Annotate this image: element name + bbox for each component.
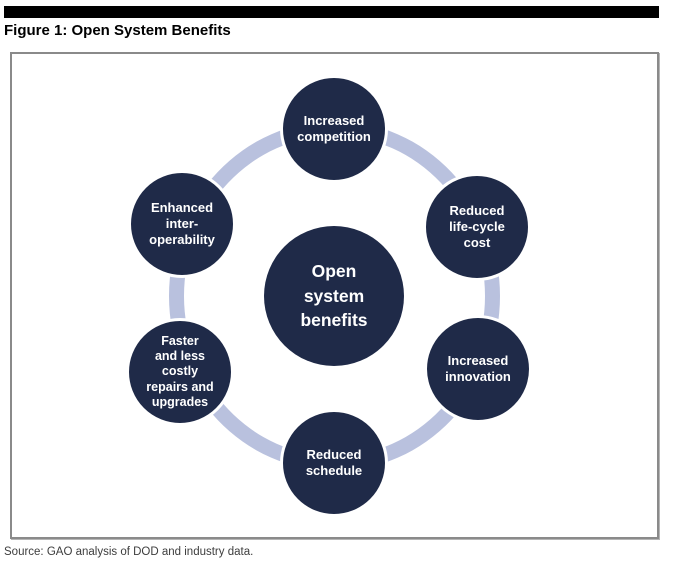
node-label-open-system-benefits: Open system benefits	[300, 261, 368, 331]
node-increased-competition: Increased competition	[280, 75, 388, 183]
node-reduced-life-cycle-cost: Reduced life-cycle cost	[423, 173, 531, 281]
node-label-reduced-schedule: Reduced schedule	[305, 446, 363, 478]
node-enhanced-interoperability: Enhanced inter- operability	[128, 170, 236, 278]
source-note: Source: GAO analysis of DOD and industry…	[4, 546, 254, 558]
node-increased-innovation: Increased innovation	[424, 315, 532, 423]
node-faster-less-costly-repairs-upgrades: Faster and less costly repairs and upgra…	[126, 318, 234, 426]
node-label-faster-less-costly-repairs-upgrades: Faster and less costly repairs and upgra…	[146, 333, 214, 409]
node-label-enhanced-interoperability: Enhanced inter- operability	[149, 199, 215, 248]
node-label-increased-competition: Increased competition	[297, 112, 371, 144]
node-label-increased-innovation: Increased innovation	[445, 352, 511, 384]
node-open-system-benefits: Open system benefits	[264, 226, 404, 366]
title-rule-bar	[4, 6, 659, 18]
node-label-reduced-life-cycle-cost: Reduced life-cycle cost	[449, 202, 505, 251]
node-reduced-schedule: Reduced schedule	[280, 409, 388, 517]
figure-title: Figure 1: Open System Benefits	[4, 22, 231, 39]
figure-frame: Increased competition Reduced life-cycle…	[10, 52, 659, 539]
